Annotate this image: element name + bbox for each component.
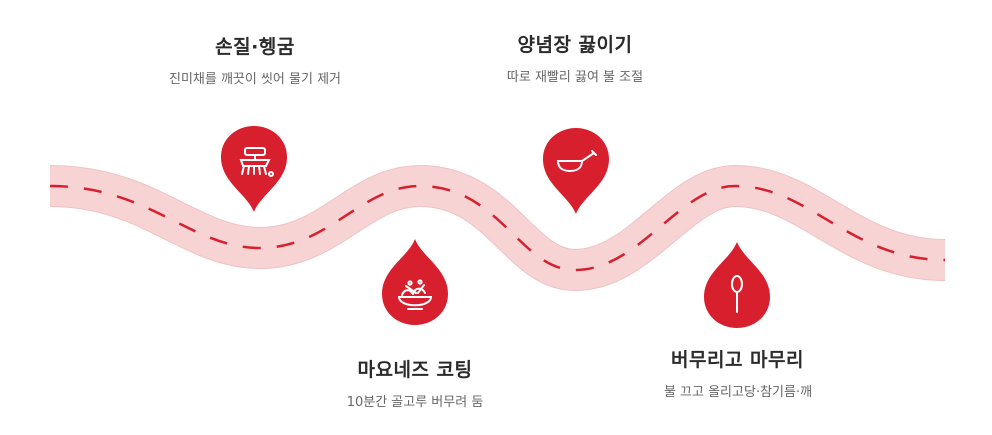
frying-pan-icon bbox=[556, 150, 597, 173]
step-3-desc: 따로 재빨리 끓여 불 조절 bbox=[506, 70, 644, 85]
step-4-pin bbox=[702, 240, 772, 330]
road-body bbox=[49, 165, 946, 291]
step-3-title: 양념장 끓이기 bbox=[517, 34, 633, 56]
salad-bowl-icon bbox=[397, 279, 433, 310]
step-2-desc: 10분간 골고루 버무려 둠 bbox=[346, 395, 484, 410]
spoon-icon bbox=[731, 275, 743, 313]
step-2-pin bbox=[380, 237, 450, 327]
step-4-title: 버무리고 마무리 bbox=[671, 349, 804, 371]
step-2-title: 마요네즈 코팅 bbox=[357, 359, 473, 381]
step-4-text: 버무리고 마무리 불 끄고 올리고당·참기름·깨 bbox=[645, 345, 830, 402]
step-3-pin bbox=[541, 126, 611, 216]
step-1-pin bbox=[219, 124, 289, 214]
road-center-dashes bbox=[49, 184, 946, 272]
step-2-text: 마요네즈 코팅 10분간 골고루 버무려 둠 bbox=[310, 355, 520, 412]
brush-icon bbox=[239, 147, 274, 177]
step-1-text: 손질·헹굼 진미채를 깨끗이 씻어 물기 제거 bbox=[165, 32, 345, 89]
step-1-desc: 진미채를 깨끗이 씻어 물기 제거 bbox=[168, 72, 341, 87]
step-1-title: 손질·헹굼 bbox=[215, 36, 295, 58]
step-4-desc: 불 끄고 올리고당·참기름·깨 bbox=[663, 385, 813, 400]
step-3-text: 양념장 끓이기 따로 재빨리 끓여 불 조절 bbox=[490, 30, 660, 87]
